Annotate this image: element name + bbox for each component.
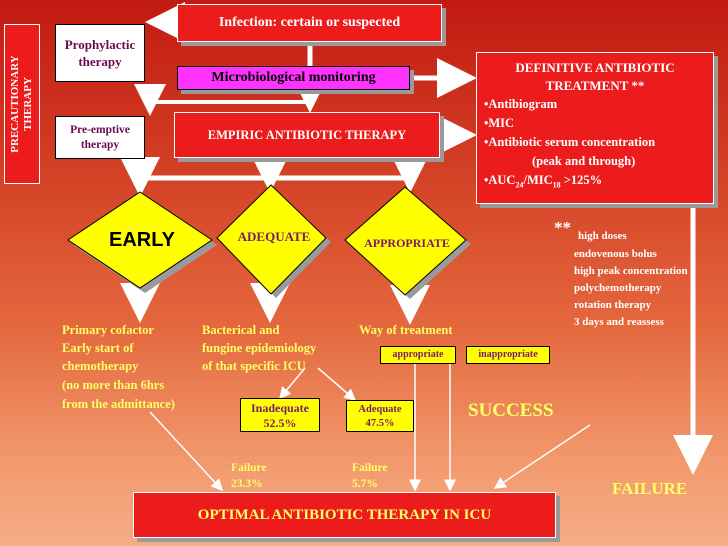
primary-line: chemotherapy: [62, 359, 139, 373]
definitive-item-mic: •MIC: [484, 116, 515, 130]
arrow-definitive-to-success: [493, 424, 591, 489]
infection-label: Infection: certain or suspected: [218, 15, 401, 30]
preemptive-line1: Pre-emptive: [70, 124, 130, 136]
micro-label: Microbiological monitoring: [211, 70, 376, 85]
note-line: rotation therapy: [574, 299, 652, 311]
arrow-icu-to-adequate: [317, 367, 357, 401]
primary-line: Early start of: [62, 341, 134, 355]
precautionary-therapy-label: PRECAUTIONARY THERAPY: [4, 24, 40, 184]
adequate-box: Adequate 47.5%: [346, 400, 414, 432]
optimal-label: OPTIMAL ANTIBIOTIC THERAPY IN ICU: [197, 507, 492, 523]
prophylactic-line2: therapy: [78, 54, 122, 69]
note-line: polychemotherapy: [574, 282, 662, 294]
side-label-line1: PRECAUTIONARY: [9, 55, 21, 153]
primary-line: (no more than 6hrs: [62, 378, 165, 392]
note-line: 3 days and reassess: [574, 316, 664, 328]
adequate-box-line1: Adequate: [358, 404, 402, 415]
note-line: high peak concentration: [574, 265, 688, 277]
failure1-line2: 23.3%: [231, 478, 263, 490]
arrow-primary-to-optimal: [149, 411, 224, 492]
optimal-therapy-box: OPTIMAL ANTIBIOTIC THERAPY IN ICU: [133, 492, 556, 538]
failure2-line2: 5.7%: [352, 478, 378, 490]
primary-line: from the admittance): [62, 397, 175, 411]
definitive-treatment-box: DEFINITIVE ANTIBIOTIC TREATMENT ** •Anti…: [476, 52, 714, 204]
early-label: EARLY: [109, 229, 175, 251]
prophylactic-box: Prophylactic therapy: [55, 24, 145, 82]
appropriate-tag: appropriate: [380, 346, 456, 364]
inadequate-line2: 52.5%: [263, 416, 297, 430]
note-line: high doses: [578, 230, 627, 242]
bacterical-line: of that specific ICU: [202, 359, 306, 373]
definitive-title1: DEFINITIVE ANTIBIOTIC: [515, 60, 675, 75]
inadequate-box: Inadequate 52.5%: [240, 398, 320, 432]
auc-sub2: 18: [552, 180, 561, 190]
side-label-line2: THERAPY: [22, 77, 34, 131]
bacterical-line: Bacterical and: [202, 323, 280, 337]
inadequate-line1: Inadequate: [250, 401, 309, 415]
auc-threshold: >125%: [560, 173, 603, 187]
failure1-line1: Failure: [231, 462, 267, 474]
prophylactic-line1: Prophylactic: [64, 37, 136, 52]
arrow-icu-to-inadequate: [279, 367, 306, 400]
notes-star: **: [554, 218, 571, 237]
auc-sub1: 24: [515, 180, 524, 190]
microbiological-monitoring-box: Microbiological monitoring: [177, 66, 410, 90]
appropriate-label: APPROPRIATE: [364, 236, 450, 250]
appropriate-tag-label: appropriate: [392, 349, 444, 360]
arrow-empiric-to-preemptive: [134, 84, 312, 116]
adequate-box-line2: 47.5%: [365, 418, 395, 429]
failure2-line1: Failure: [352, 462, 388, 474]
failure-label: FAILURE: [612, 479, 688, 498]
definitive-item-serum: •Antibiotic serum concentration: [484, 135, 656, 149]
preemptive-line2: therapy: [80, 139, 120, 151]
infection-box: Infection: certain or suspected: [177, 4, 442, 42]
way-of-treatment: Way of treatment: [359, 323, 453, 337]
primary-line: Primary cofactor: [62, 323, 154, 337]
early-diamond: [67, 191, 217, 293]
empiric-therapy-box: EMPIRIC ANTIBIOTIC THERAPY: [174, 112, 440, 158]
empiric-label: EMPIRIC ANTIBIOTIC THERAPY: [207, 128, 407, 142]
inappropriate-tag-label: inappropriate: [478, 349, 538, 360]
mic-text: /MIC: [523, 173, 553, 187]
appropriate-diamond: [344, 186, 471, 299]
preemptive-box: Pre-emptive therapy: [55, 116, 145, 159]
auc-text: •AUC: [484, 173, 516, 187]
inappropriate-tag: inappropriate: [466, 346, 550, 364]
definitive-title2: TREATMENT **: [545, 78, 645, 93]
bacterical-line: fungine epidemiology: [202, 341, 317, 355]
note-line: endovenous bolus: [574, 248, 657, 260]
definitive-list: •Antibiogram •MIC •Antibiotic serum conc…: [484, 95, 655, 195]
definitive-item-serum-cont: (peak and through): [532, 154, 636, 168]
adequate-diamond: [216, 184, 331, 298]
definitive-item-antibiogram: •Antibiogram: [484, 97, 558, 111]
adequate-label: ADEQUATE: [237, 229, 311, 244]
success-label: SUCCESS: [468, 400, 554, 421]
definitive-item-auc: •AUC24/MIC18 >125%: [484, 171, 655, 195]
